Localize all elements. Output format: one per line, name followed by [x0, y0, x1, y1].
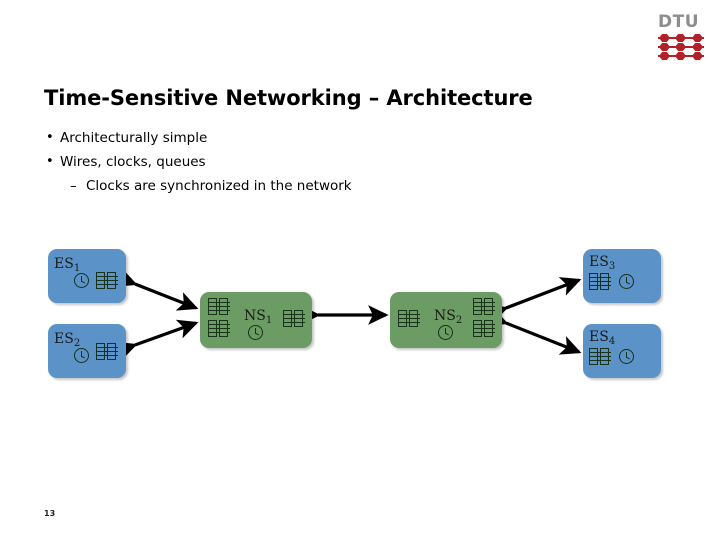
list-item: Architecturally simple: [44, 126, 644, 150]
queue-icon: [589, 273, 611, 290]
dtu-wordmark: DTU: [658, 12, 700, 32]
queue-icon: [208, 320, 230, 337]
link-ns2-es3: [485, 277, 582, 324]
link-es1-ns1: [114, 268, 199, 311]
list-item: Clocks are synchronized in the network: [44, 174, 644, 198]
node-ns2-label: NS2: [434, 308, 463, 326]
page-number: 13: [44, 509, 56, 518]
list-item: Wires, clocks, queues: [44, 150, 644, 174]
link-es2-ns1: [114, 319, 199, 361]
node-es1[interactable]: ES1: [48, 249, 126, 303]
queue-icon: [208, 298, 230, 315]
clock-icon: [438, 325, 453, 340]
node-es2[interactable]: ES2: [48, 324, 126, 378]
dtu-mark-row: [658, 34, 704, 42]
queue-icon: [398, 310, 420, 327]
link-ns2-es4: [485, 307, 582, 355]
clock-icon: [74, 273, 89, 288]
node-es1-label: ES1: [54, 256, 81, 274]
page-title: Time-Sensitive Networking – Architecture: [44, 86, 533, 110]
queue-icon: [473, 320, 495, 337]
clock-icon: [619, 274, 634, 289]
dtu-mark: [658, 34, 706, 60]
bullet-list: Architecturally simple Wires, clocks, qu…: [44, 126, 644, 198]
dtu-logo: DTU: [658, 14, 706, 64]
clock-icon: [248, 325, 263, 340]
node-ns2[interactable]: NS2: [390, 292, 502, 348]
dtu-mark-row: [658, 43, 704, 51]
link-arrows: [114, 268, 582, 361]
node-ns1-label: NS1: [244, 308, 273, 326]
clock-icon: [619, 349, 634, 364]
dtu-mark-row: [658, 52, 704, 60]
queue-icon: [96, 272, 118, 289]
node-es4-label: ES4: [589, 329, 616, 347]
architecture-diagram: ES1 ES2 NS1: [0, 225, 720, 405]
queue-icon: [589, 348, 611, 365]
node-es4[interactable]: ES4: [583, 324, 661, 378]
node-es2-label: ES2: [54, 331, 81, 349]
clock-icon: [74, 348, 89, 363]
node-es3[interactable]: ES3: [583, 249, 661, 303]
queue-icon: [96, 343, 118, 360]
node-es3-label: ES3: [589, 254, 616, 272]
node-ns1[interactable]: NS1: [200, 292, 312, 348]
queue-icon: [283, 310, 305, 327]
queue-icon: [473, 298, 495, 315]
